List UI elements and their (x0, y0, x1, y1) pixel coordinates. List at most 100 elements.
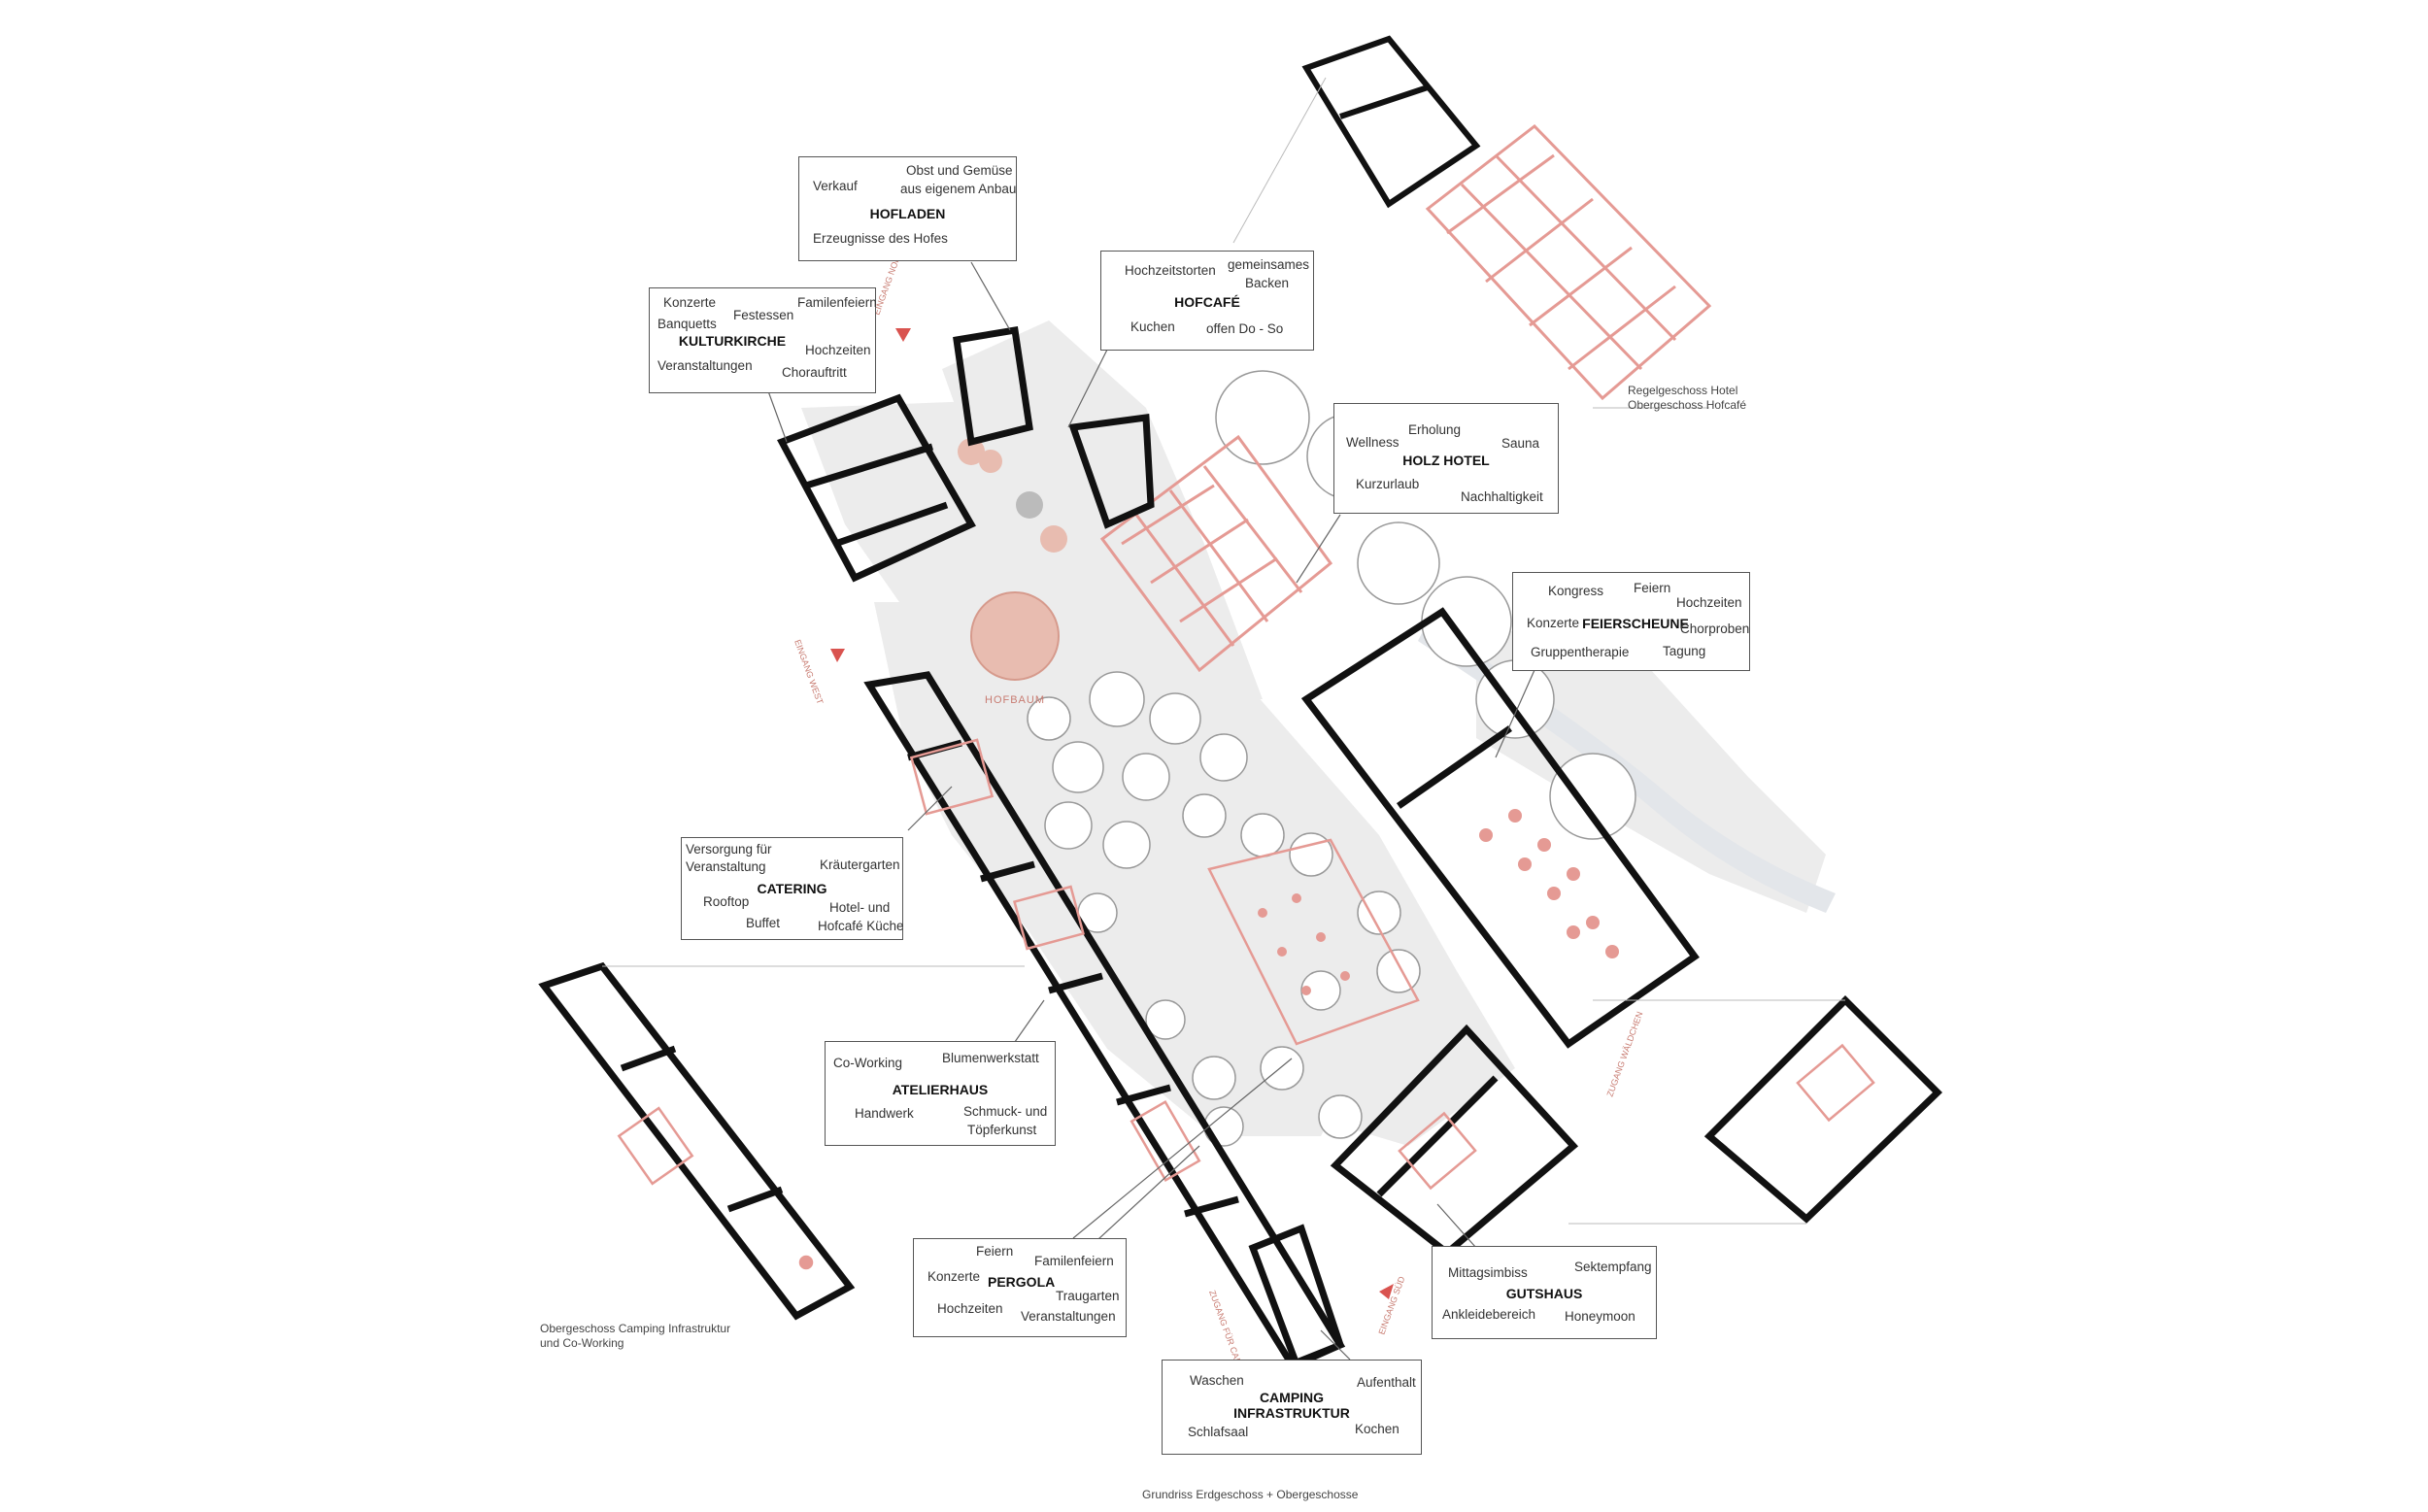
hotel-upper-black (1301, 35, 1481, 209)
callout-title: KULTURKIRCHE (678, 333, 787, 349)
callout-title: GUTSHAUS (1505, 1286, 1583, 1301)
pergola (1207, 838, 1420, 1046)
item: Konzerte (663, 295, 717, 310)
item: aus eigenem Anbau (900, 182, 1017, 196)
item: Veranstaltungen (658, 358, 753, 373)
item: Ankleidebereich (1442, 1307, 1536, 1322)
item: Honeymoon (1565, 1309, 1636, 1324)
item: Mittagsimbiss (1448, 1265, 1528, 1280)
item: Buffet (746, 916, 781, 930)
feierscheune-red (1479, 809, 1619, 958)
callout-gutshaus: Mittagsimbiss Sektempfang GUTSHAUS Ankle… (1432, 1246, 1657, 1339)
item: Waschen (1190, 1373, 1244, 1388)
item: Kongress (1548, 584, 1604, 598)
callout-title: PERGOLA (988, 1274, 1056, 1290)
callout-hofcafe: Hochzeitstorten gemeinsames Backen HOFCA… (1100, 251, 1314, 351)
item: Hochzeiten (1676, 595, 1742, 610)
gutshaus-upper-red (1796, 1043, 1875, 1123)
note-line: Regelgeschoss Hotel (1628, 384, 1738, 397)
eingang-sued-label: EINGANG SÜD (1376, 1275, 1406, 1336)
camping-upper-floor (538, 961, 856, 1321)
item: Wellness (1346, 435, 1399, 450)
kulturkirche-building (777, 393, 976, 583)
hofbaum-label: HOFBAUM (985, 694, 1045, 706)
item: offen Do - So (1206, 321, 1284, 336)
item: Erzeugnisse des Hofes (813, 231, 948, 246)
item: Feiern (1634, 581, 1671, 595)
item: Versorgung für (686, 842, 772, 857)
item: Veranstaltung (686, 859, 766, 874)
west-wing-red (909, 738, 1201, 1183)
callout-title: CAMPING (1259, 1390, 1325, 1405)
holz-hotel (1099, 434, 1333, 673)
connector-lines (602, 77, 1845, 1225)
entrance-markers (830, 328, 1394, 1299)
item: Hotel- und (829, 900, 891, 915)
item: Konzerte (927, 1269, 981, 1284)
callout-title-line2: INFRASTRUKTUR (1233, 1405, 1350, 1421)
note-line: Obergeschoss Hofcafé (1628, 398, 1747, 412)
item: Obst und Gemüse (906, 163, 1013, 178)
zugang-waldchen-label: ZUGANG WÄLDCHEN (1604, 1010, 1644, 1097)
item: Nachhaltigkeit (1461, 489, 1543, 504)
item: Kuchen (1130, 319, 1175, 334)
hotel-upper-floor (1425, 123, 1712, 401)
item: Familenfeiern (797, 295, 877, 310)
item: Aufenthalt (1357, 1375, 1416, 1390)
item: Kochen (1355, 1422, 1399, 1436)
callout-holzhotel: Erholung Wellness Sauna HOLZ HOTEL Kurzu… (1333, 403, 1559, 514)
pergola-tables (1258, 893, 1350, 995)
item: Hochzeiten (805, 343, 871, 357)
item: Blumenwerkstatt (942, 1051, 1039, 1065)
item: Verkauf (813, 179, 858, 193)
item: Sauna (1501, 436, 1540, 451)
hotel-floor-note: Regelgeschoss Hotel Obergeschoss Hofcafé (1628, 384, 1746, 413)
item: Rooftop (703, 894, 750, 909)
item: Chorauftritt (782, 365, 847, 380)
item: Traugarten (1056, 1289, 1120, 1303)
item: gemeinsames (1228, 257, 1310, 272)
eingang-west-label: EINGANG WEST (792, 638, 826, 706)
item: Sektempfang (1574, 1260, 1652, 1274)
callout-title: HOFCAFÉ (1174, 294, 1240, 310)
camping-floor-note: Obergeschoss Camping Infrastruktur und C… (540, 1322, 730, 1351)
gutshaus-upper-floor (1703, 995, 1942, 1224)
item: Kurzurlaub (1356, 477, 1420, 491)
item: Festessen (733, 308, 794, 322)
callout-catering: Versorgung für Veranstaltung Kräutergart… (681, 837, 904, 940)
item: Konzerte (1527, 616, 1580, 630)
item: Kräutergarten (820, 857, 900, 872)
callout-title: HOLZ HOTEL (1402, 453, 1490, 468)
note-line: und Co-Working (540, 1336, 624, 1350)
callout-feierscheune: Kongress Feiern Hochzeiten Konzerte FEIE… (1512, 572, 1750, 671)
item: Schlafsaal (1188, 1425, 1249, 1439)
item: Chorproben (1680, 622, 1750, 636)
callout-atelierhaus: Co-Working Blumenwerkstatt ATELIERHAUS H… (825, 1041, 1056, 1146)
item: Hochzeitstorten (1125, 263, 1216, 278)
item: Backen (1245, 276, 1290, 290)
item: Schmuck- und (963, 1104, 1048, 1119)
callout-kulturkirche: Konzerte Festessen Familenfeiern Banquet… (649, 287, 877, 393)
hofbaum-tree (970, 591, 1060, 681)
item: Familenfeiern (1034, 1254, 1114, 1268)
gutshaus-red (1398, 1111, 1477, 1191)
callout-hofladen: Verkauf Obst und Gemüse aus eigenem Anba… (798, 156, 1017, 261)
item: Tagung (1663, 644, 1706, 658)
item: Banquetts (658, 317, 717, 331)
item: Erholung (1408, 422, 1462, 437)
callout-title: CATERING (757, 881, 827, 896)
feierscheune-building (1300, 607, 1700, 1049)
callout-title: ATELIERHAUS (892, 1082, 989, 1097)
callout-pergola: Feiern Familenfeiern Konzerte PERGOLA Tr… (913, 1238, 1127, 1337)
item: Veranstaltungen (1021, 1309, 1116, 1324)
item: Co-Working (833, 1056, 903, 1070)
item: Gruppentherapie (1531, 645, 1630, 659)
trees (1027, 370, 1636, 1147)
item: Hochzeiten (937, 1301, 1003, 1316)
gutshaus-building (1330, 1024, 1579, 1258)
callout-camping: Waschen Aufenthalt CAMPING INFRASTRUKTUR… (1162, 1360, 1422, 1455)
leader-lines (766, 261, 1535, 1361)
callout-title: FEIERSCHEUNE (1582, 616, 1689, 631)
plan-caption: Grundriss Erdgeschoss + Obergeschosse (1142, 1488, 1359, 1501)
